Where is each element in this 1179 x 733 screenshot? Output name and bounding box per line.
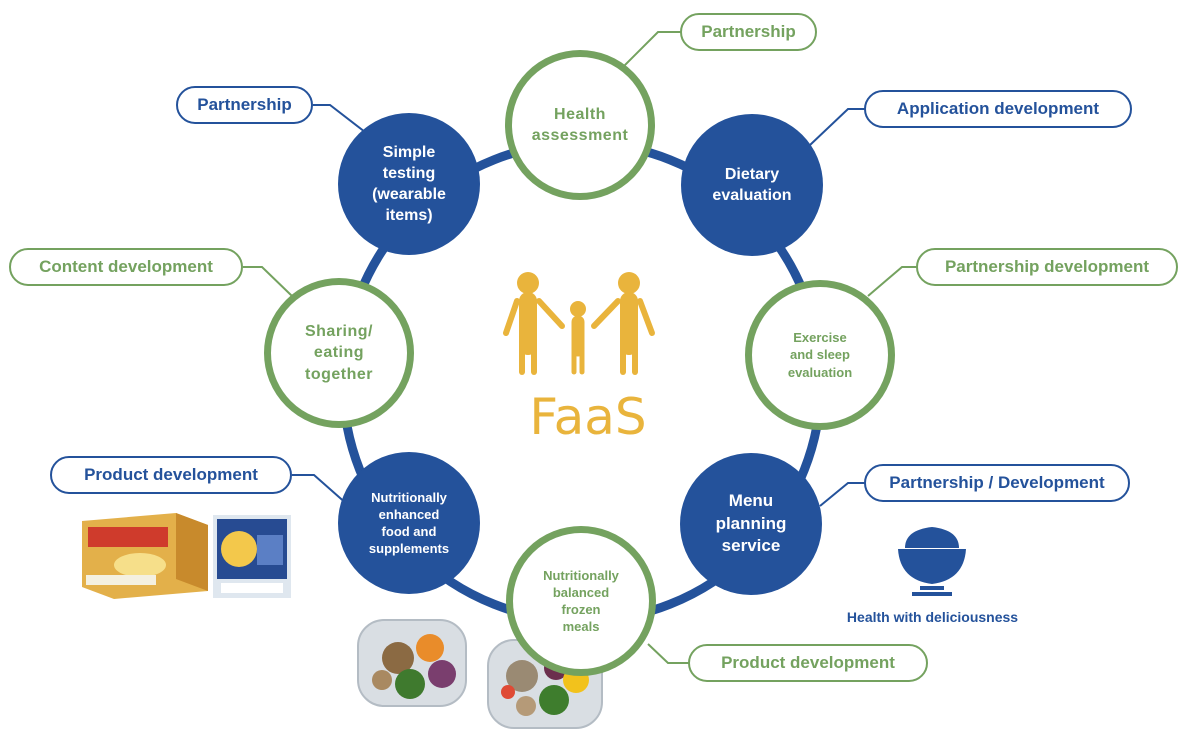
pill-product-development-blue: Product development: [50, 456, 292, 494]
connector-enhanced-food: [292, 474, 349, 506]
pill-application-development: Application development: [864, 90, 1132, 128]
rice-bowl-icon: [898, 527, 966, 596]
node-enhanced-food: Nutritionally enhanced food and suppleme…: [338, 452, 480, 594]
connector-frozen-meals: [647, 643, 690, 664]
connector-menu-planning: [819, 482, 866, 507]
node-simple-testing: Simple testing (wearable items): [338, 113, 480, 255]
pill-product-development-green: Product development: [688, 644, 928, 682]
faas-label: FaaS: [529, 388, 647, 446]
pill-partnership-development: Partnership development: [916, 248, 1178, 286]
frozen-meal-image-1: [357, 619, 467, 707]
node-frozen-meals: Nutritionally balanced frozen meals: [506, 526, 656, 676]
connector-exercise-sleep: [867, 266, 918, 297]
pill-partnership-left: Partnership: [176, 86, 313, 124]
node-sharing: Sharing/ eating together: [264, 278, 414, 428]
node-menu-planning: Menu planning service: [680, 453, 822, 595]
connector-health-assessment: [617, 31, 682, 73]
connector-sharing: [243, 266, 293, 297]
connector-dietary-evaluation: [809, 108, 866, 146]
tagline: Health with deliciousness: [846, 609, 1019, 625]
pill-partnership-top: Partnership: [680, 13, 817, 51]
supplement-box-image: [213, 515, 291, 598]
pill-partnership-development-blue: Partnership / Development: [864, 464, 1130, 502]
soup-box-image: [82, 513, 208, 599]
family-icon: [503, 272, 655, 375]
connector-simple-testing: [313, 104, 366, 133]
node-dietary-evaluation: Dietary evaluation: [681, 114, 823, 256]
node-health-assessment: Health assessment: [505, 50, 655, 200]
pill-content-development: Content development: [9, 248, 243, 286]
node-exercise-sleep: Exercise and sleep evaluation: [745, 280, 895, 430]
